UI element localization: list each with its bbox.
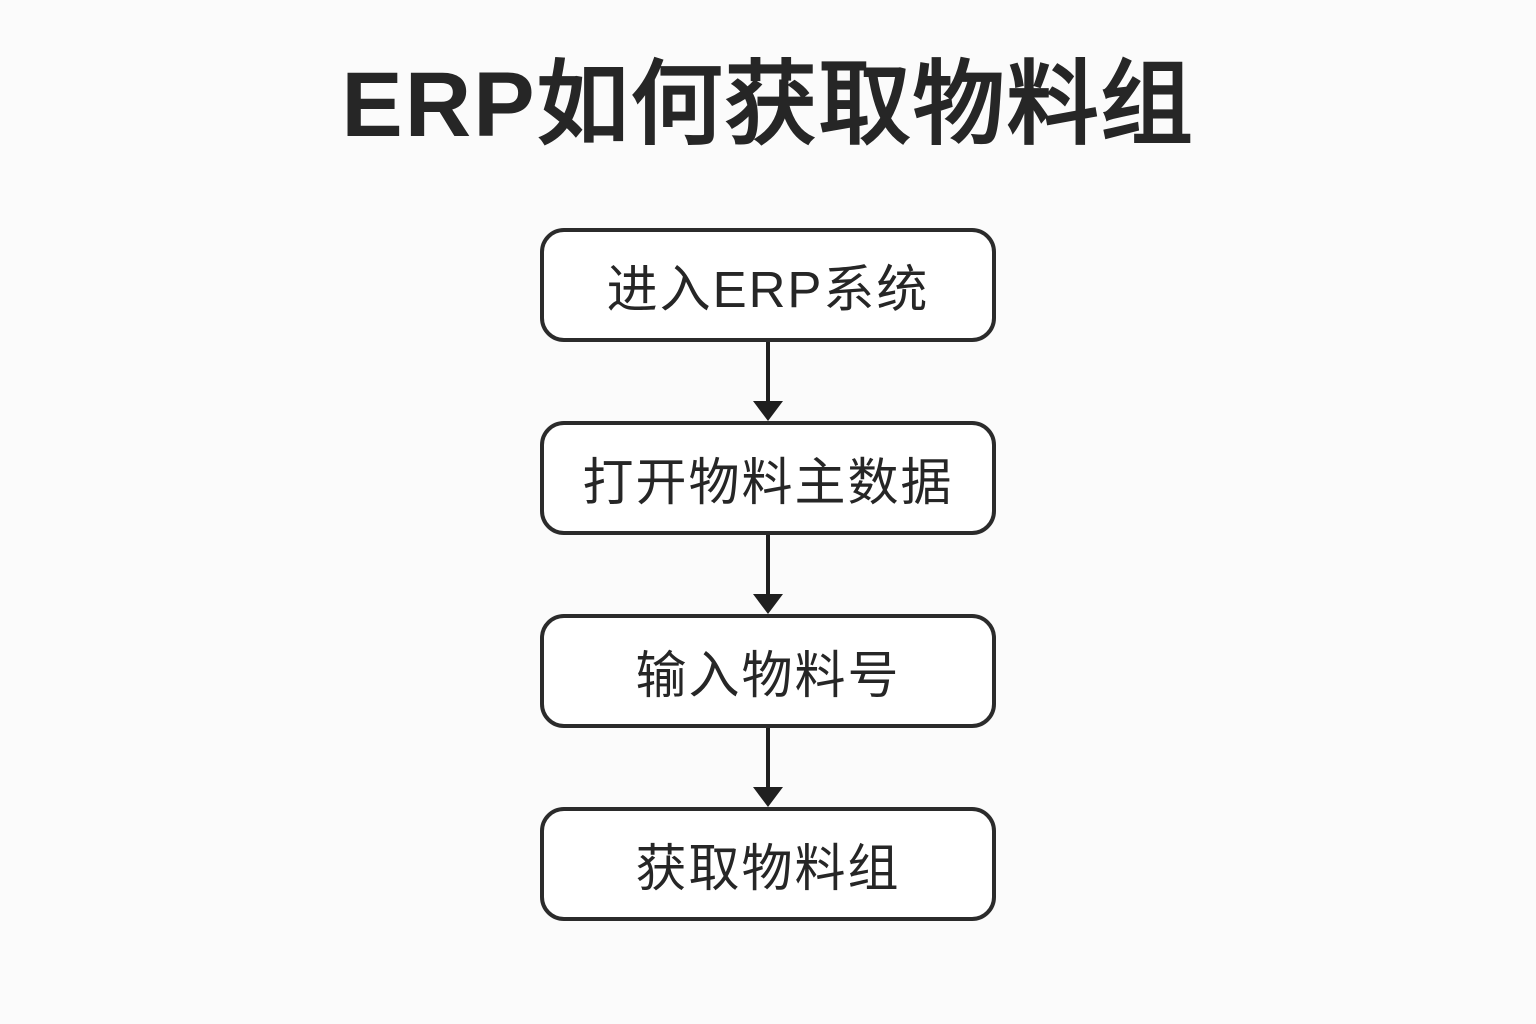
- arrow-down-icon: [753, 342, 783, 422]
- flow-step-enter-erp-system: 进入ERP系统: [540, 228, 996, 343]
- flow-step-label: 进入ERP系统: [606, 261, 930, 319]
- flowchart-canvas: ERP如何获取物料组: [341, 0, 1194, 160]
- arrow-down-icon: [753, 535, 783, 615]
- arrow-line: [766, 342, 770, 403]
- flow-step-open-material-master-data: 打开物料主数据: [540, 421, 996, 536]
- arrow-down-icon: [753, 728, 783, 808]
- arrow-head: [753, 787, 783, 808]
- flowchart: 进入ERP系统 打开物料主数据 输入物料号 获取物料组: [540, 228, 996, 922]
- flow-step-label: 获取物料组: [635, 840, 901, 898]
- flow-step-enter-material-number: 输入物料号: [540, 614, 996, 729]
- flow-step-get-material-group: 获取物料组: [540, 807, 996, 922]
- arrow-line: [766, 535, 770, 596]
- flow-step-label: 打开物料主数据: [582, 454, 954, 512]
- flow-step-label: 输入物料号: [635, 647, 901, 705]
- arrow-head: [753, 594, 783, 615]
- page-title: ERP如何获取物料组: [341, 54, 1195, 156]
- arrow-head: [753, 401, 783, 422]
- arrow-line: [766, 728, 770, 789]
